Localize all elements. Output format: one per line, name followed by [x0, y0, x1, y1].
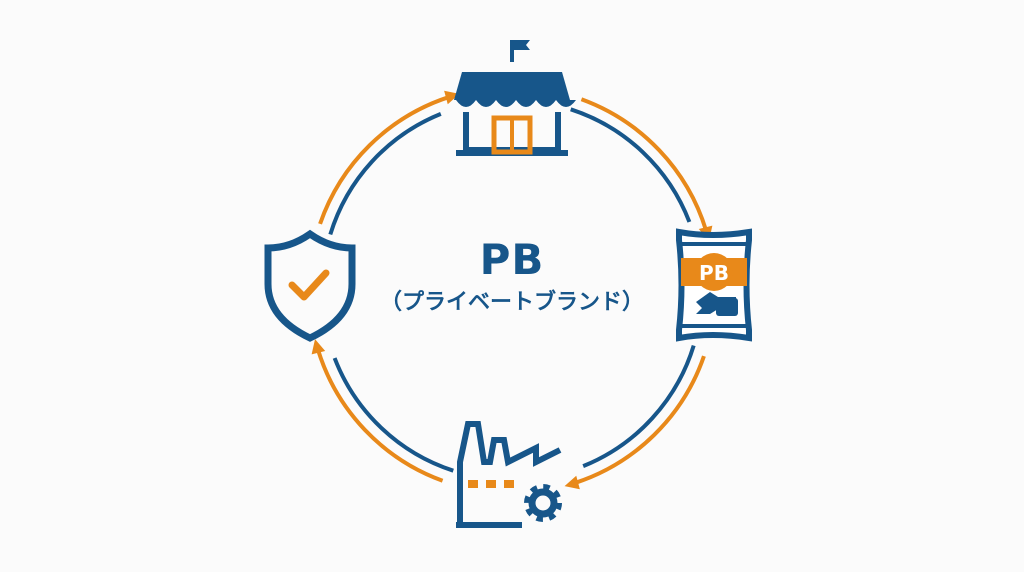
- center-title: PB: [479, 235, 545, 284]
- arrow-store-to-product-navy: [570, 107, 692, 223]
- arrow-factory-to-shield-navy: [332, 357, 454, 473]
- bag-logo: PB: [699, 261, 729, 285]
- cycle-arrows: [311, 90, 713, 490]
- arrow-product-to-factory-navy: [582, 344, 696, 469]
- arrow-product-to-factory-orange: [574, 355, 706, 485]
- arrow-store-to-product-orange: [580, 97, 709, 232]
- private-brand-bag-icon: PB: [676, 228, 752, 342]
- factory-icon: [456, 421, 562, 528]
- store-icon: [454, 40, 576, 156]
- arrow-shield-to-store-navy: [328, 111, 442, 236]
- arrowhead-icon: [564, 475, 580, 490]
- center-label: PB （プライベートブランド）: [362, 236, 662, 318]
- center-subtitle: （プライベートブランド）: [379, 290, 644, 315]
- arrow-shield-to-store-orange: [318, 95, 450, 225]
- shield-check-icon: [264, 229, 356, 342]
- arrowhead-icon: [311, 339, 326, 355]
- arrowhead-icon: [444, 90, 460, 105]
- arrow-factory-to-shield-orange: [315, 348, 444, 483]
- gear-icon: [524, 484, 562, 522]
